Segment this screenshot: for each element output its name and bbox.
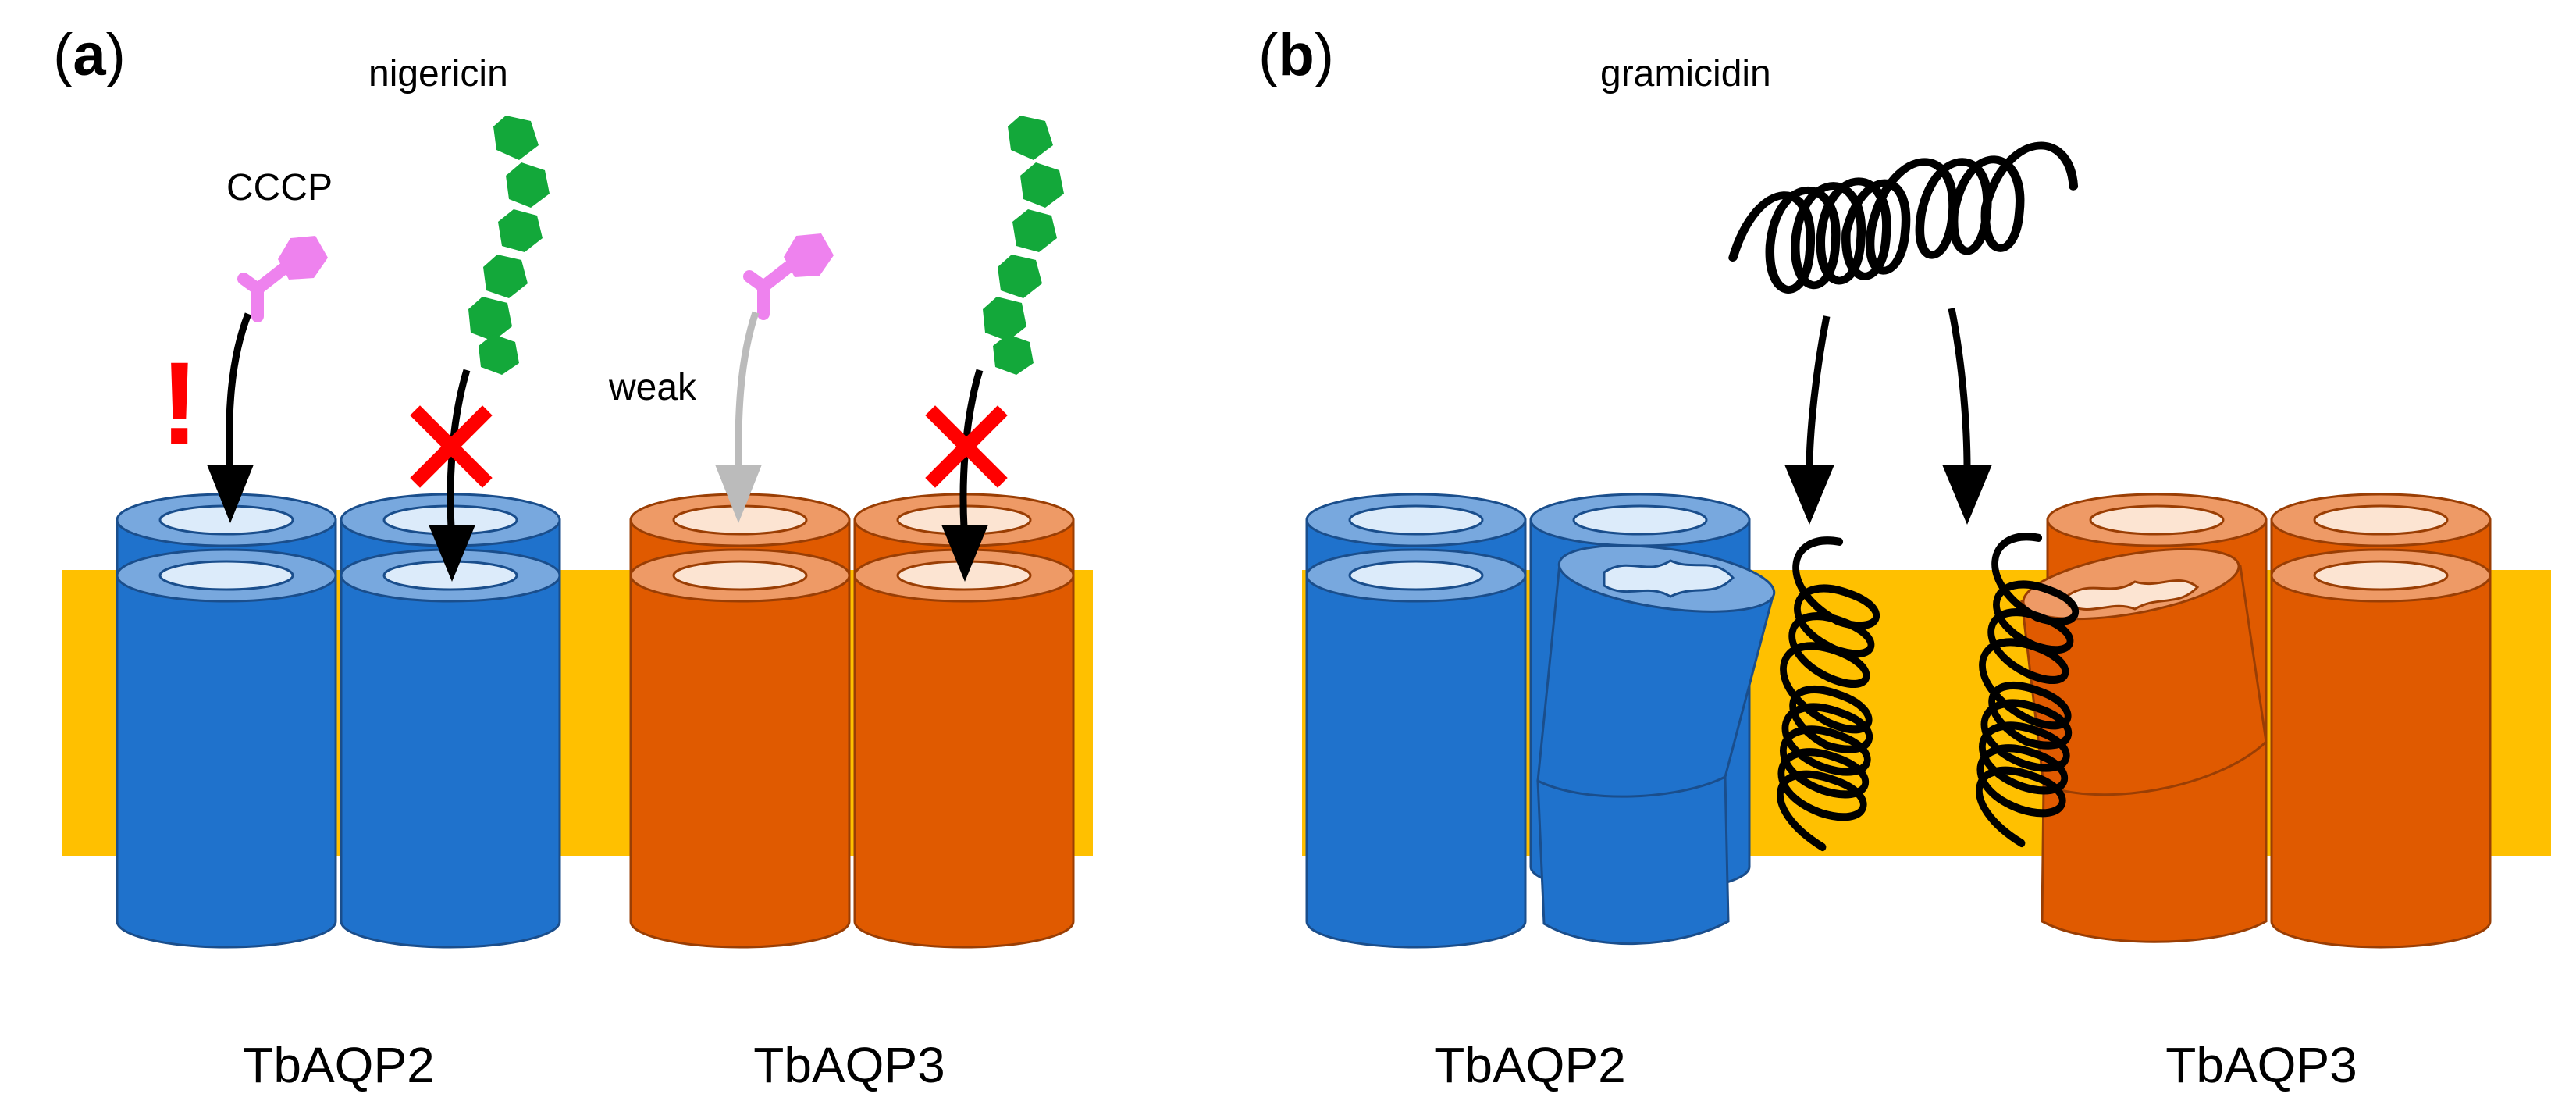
tbaqp2-tetramer-a bbox=[116, 493, 561, 949]
aqp2-front-right-cylinder bbox=[340, 548, 561, 949]
x-mark-icon bbox=[925, 405, 1008, 488]
nigericin-chain-icon bbox=[983, 116, 1064, 375]
cccp-arrow-aqp2 bbox=[207, 312, 254, 523]
aqp2-b-front-left-cylinder bbox=[1305, 548, 1527, 949]
protein-label-aqp3-b: TbAQP3 bbox=[2165, 1037, 2357, 1093]
weak-cccp-arrow-aqp3 bbox=[715, 311, 762, 523]
tbaqp2-tetramer-b bbox=[1305, 493, 1776, 949]
gramicidin-arrow-left bbox=[1784, 315, 1834, 525]
gramicidin-helix-icon bbox=[1722, 137, 2083, 298]
cccp-molecule-icon bbox=[237, 236, 328, 322]
aqp3-b-tilted-subunit bbox=[2020, 547, 2268, 943]
tbaqp3-tetramer-a bbox=[629, 493, 1075, 949]
protein-label-aqp2-a: TbAQP2 bbox=[243, 1037, 434, 1093]
protein-label-aqp2-b: TbAQP2 bbox=[1434, 1037, 1625, 1093]
panel-b-label: (b) bbox=[1258, 22, 1334, 88]
x-mark-icon bbox=[410, 405, 493, 488]
aqp3-front-right-cylinder bbox=[853, 548, 1075, 949]
panel-a: (a) bbox=[53, 22, 126, 88]
nigericin-label: nigericin bbox=[368, 53, 508, 94]
aqp3-b-front-right-cylinder bbox=[2270, 548, 2492, 949]
weak-label: weak bbox=[608, 367, 697, 408]
cccp-molecule-icon bbox=[743, 233, 834, 320]
aqp3-front-left-cylinder bbox=[629, 548, 851, 949]
protein-label-aqp3-a: TbAQP3 bbox=[753, 1037, 945, 1093]
aqp2-b-tilted-subunit bbox=[1536, 544, 1776, 945]
cccp-label: CCCP bbox=[226, 167, 333, 208]
tbaqp3-tetramer-b bbox=[2020, 493, 2492, 949]
panel-b: (b) bbox=[1258, 22, 1334, 88]
nigericin-chain-icon bbox=[468, 116, 550, 375]
alert-mark: ! bbox=[160, 337, 199, 468]
aqp2-front-left-cylinder bbox=[116, 548, 337, 949]
panel-a-label: (a) bbox=[53, 22, 126, 88]
gramicidin-arrow-right bbox=[1942, 308, 1992, 525]
gramicidin-label: gramicidin bbox=[1600, 53, 1771, 94]
